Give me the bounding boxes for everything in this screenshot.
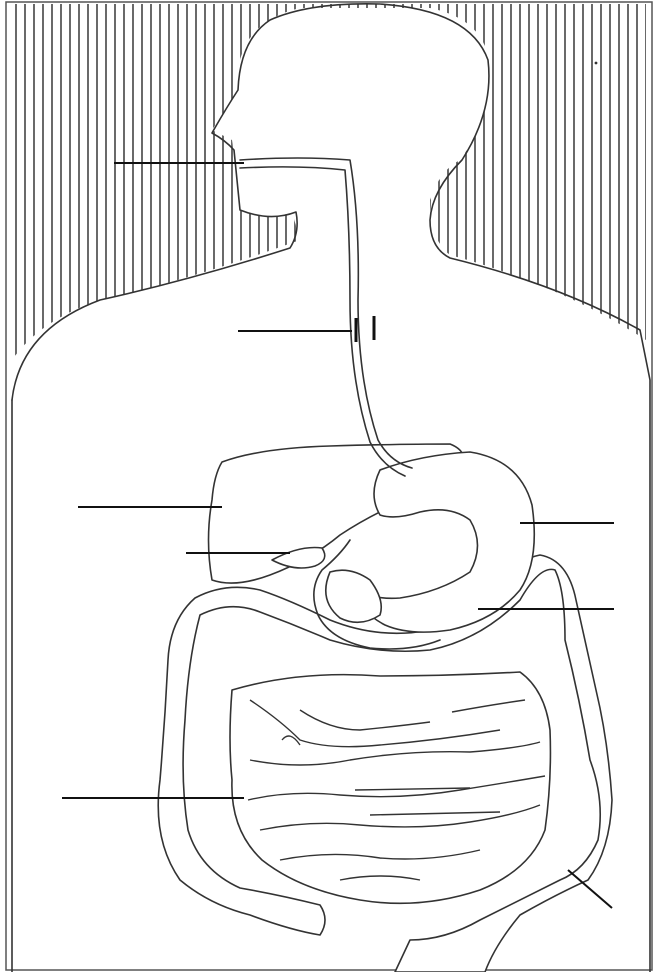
esophagus-inner [240, 167, 405, 476]
small-intestine [230, 672, 550, 903]
hatched-background [16, 4, 646, 400]
esophagus [240, 158, 412, 468]
pancreas [326, 570, 381, 622]
stray-dot [595, 62, 598, 65]
